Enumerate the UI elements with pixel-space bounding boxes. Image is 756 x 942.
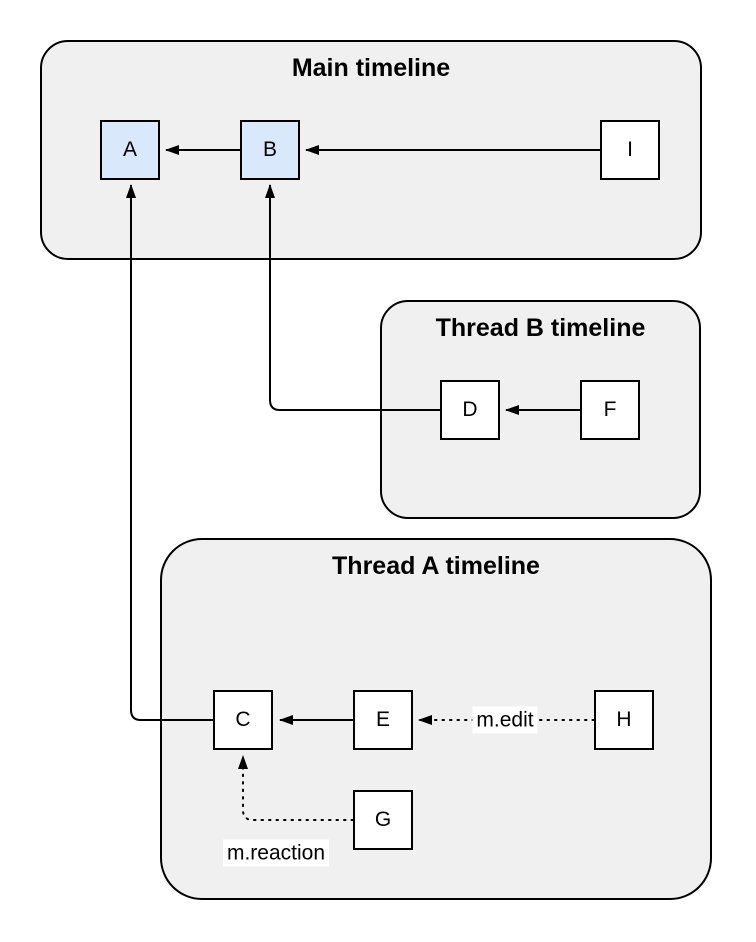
node-event-c: C [213,690,273,750]
edge-label-m-edit: m.edit [472,706,538,734]
node-event-i: I [600,120,660,180]
node-event-d: D [440,380,500,440]
node-event-f: F [580,380,640,440]
node-event-a: A [100,120,160,180]
container-title: Thread B timeline [435,314,646,342]
node-event-h: H [594,690,654,750]
container-title: Thread A timeline [332,552,540,580]
node-event-b: B [240,120,300,180]
node-event-e: E [353,690,413,750]
container-thread-b-timeline: Thread B timeline [380,300,701,519]
edge-label-m-reaction: m.reaction [222,839,330,867]
node-event-g: G [353,790,413,850]
container-title: Main timeline [291,54,451,82]
